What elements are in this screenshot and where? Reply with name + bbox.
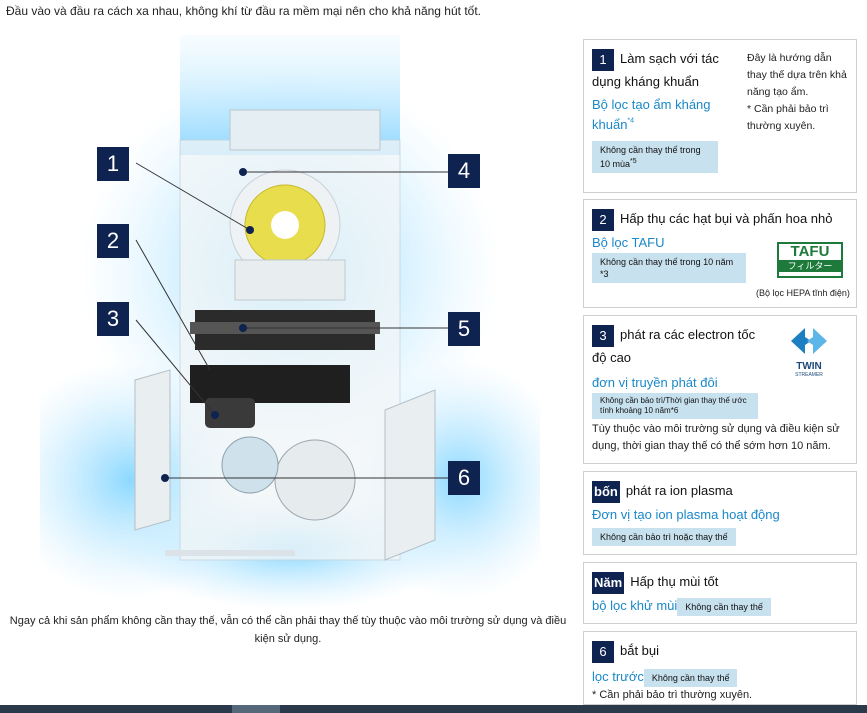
panel-4-link[interactable]: Đơn vị tạo ion plasma hoạt động bbox=[592, 506, 780, 522]
panel-6-link[interactable]: lọc trước bbox=[592, 668, 644, 684]
badge-3: 3 bbox=[97, 302, 129, 336]
panel-5-link[interactable]: bộ lọc khử mùi bbox=[592, 597, 678, 613]
bottom-bar-segment bbox=[232, 705, 280, 713]
twin-streamer-icon bbox=[791, 328, 827, 354]
badge-4: 4 bbox=[448, 154, 480, 188]
purifier-diagram bbox=[0, 35, 570, 610]
panel-5-title: Hấp thụ mùi tốt bbox=[630, 574, 719, 589]
badge-1: 1 bbox=[97, 147, 129, 181]
panel-4-number: bốn bbox=[592, 480, 620, 503]
panel-3-tag: Không cần bảo trì/Thời gian thay thế ước… bbox=[592, 392, 758, 419]
panel-6-number: 6 bbox=[592, 640, 614, 663]
badge-5: 5 bbox=[448, 312, 480, 346]
twin-streamer-logo: TWIN STREAMER bbox=[784, 326, 834, 378]
panel-6-note: * Cần phải bảo trì thường xuyên. bbox=[592, 688, 753, 701]
panel-1-sup: *4 bbox=[627, 117, 635, 125]
panel-1-number: 1 bbox=[592, 48, 614, 71]
caption: Ngay cả khi sản phẩm không cần thay thế,… bbox=[9, 615, 567, 645]
panel-1-title: Làm sạch với tác dụng kháng khuẩn bbox=[592, 51, 719, 89]
bottom-bar bbox=[0, 705, 867, 713]
panel-2-tag: Không cần thay thế trong 10 năm *3 bbox=[592, 252, 746, 283]
panel-6-tag: Không cần thay thế bbox=[643, 668, 738, 687]
tafu-logo: TAFU フィルター bbox=[777, 242, 843, 278]
air-purifier-illustration: 1 2 3 4 5 6 bbox=[0, 30, 570, 610]
badge-6: 6 bbox=[448, 461, 480, 495]
panel-2-title: Hấp thụ các hạt bụi và phấn hoa nhỏ bbox=[620, 211, 833, 226]
panel-5-number: Năm bbox=[592, 571, 625, 594]
panel-1-tag: Không cần thay thế trong 10 mùa*5 bbox=[592, 140, 718, 173]
panel-1-side-note: Đây là hướng dẫn thay thế dựa trên khả n… bbox=[747, 52, 847, 132]
panel-5-tag: Không cần thay thế bbox=[677, 597, 771, 616]
intro-text: Đầu vào và đầu ra cách xa nhau, không kh… bbox=[6, 4, 481, 18]
panel-4-tag: Không cần bảo trì hoặc thay thế bbox=[592, 527, 736, 546]
panel-6-title: bắt bụi bbox=[620, 643, 660, 658]
panel-3-number: 3 bbox=[592, 324, 614, 347]
panel-4: bốn phát ra ion plasma Đơn vị tạo ion pla… bbox=[583, 471, 857, 555]
badge-2: 2 bbox=[97, 224, 129, 258]
panel-3-link[interactable]: đơn vị truyền phát đôi bbox=[592, 374, 718, 390]
panel-3-title: phát ra các electron tốc độ cao bbox=[592, 327, 756, 365]
panel-4-title: phát ra ion plasma bbox=[625, 483, 733, 498]
panel-2-link[interactable]: Bộ lọc TAFU bbox=[592, 234, 665, 250]
tafu-caption: (Bộ lọc HEPA tĩnh điện) bbox=[756, 288, 850, 298]
panel-1-link[interactable]: Bộ lọc tạo ẩm kháng khuẩn bbox=[592, 96, 711, 132]
panel-2: 2 Hấp thụ các hạt bụi và phấn hoa nhỏ Bộ … bbox=[583, 199, 857, 308]
panel-2-number: 2 bbox=[592, 208, 614, 231]
panel-3-note: Tùy thuộc vào môi trường sử dụng và điều… bbox=[592, 422, 840, 452]
